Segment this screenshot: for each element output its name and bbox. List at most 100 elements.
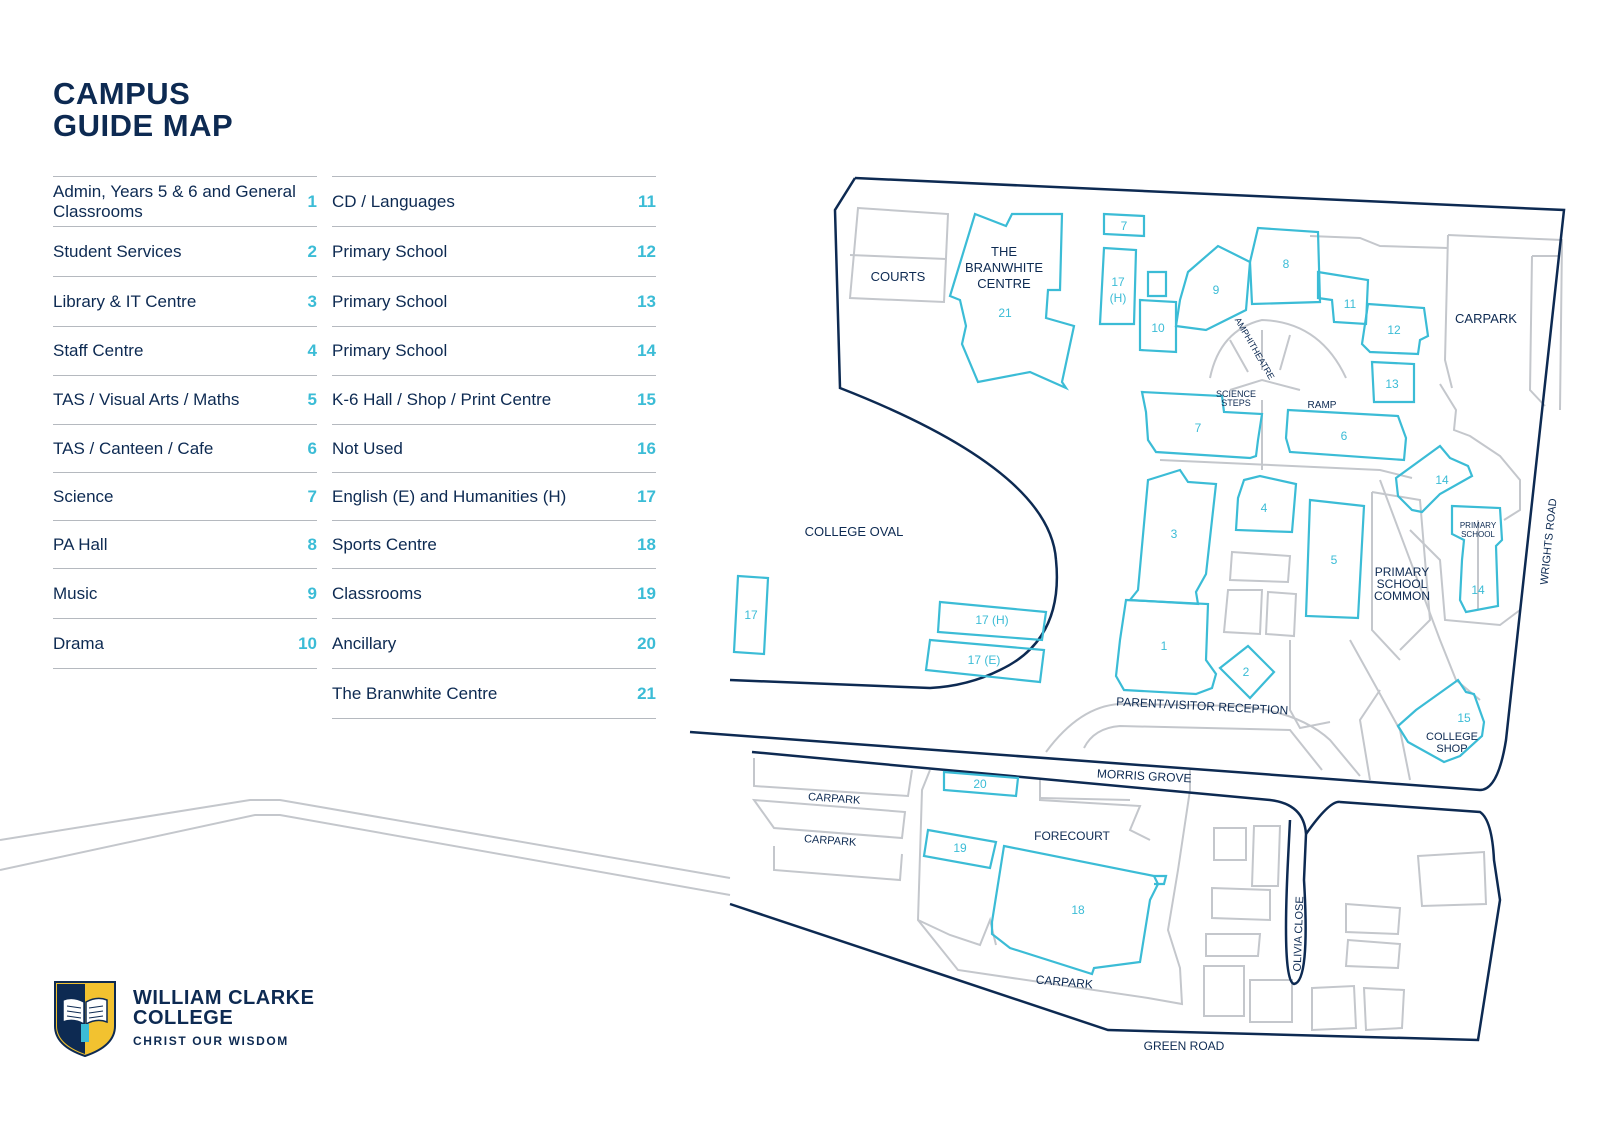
legend-number: 2 [307,241,317,261]
legend-number: 3 [307,291,317,311]
building-17e [924,638,1046,684]
campus-boundary-west [729,177,1059,690]
outer-road-west [0,799,731,879]
logo-motto: CHRIST OUR WISDOM [133,1034,289,1048]
legend-label: Drama [53,633,105,653]
legend-label: Primary School [332,241,448,261]
building-number: 13 [1385,377,1399,391]
legend-label: Staff Centre [53,341,144,360]
legend-row: Primary School 12 [332,226,656,276]
logo-name-line-1: WILLIAM CLARKE [133,987,315,1009]
legend-number: 10 [298,633,317,653]
label-ramp: RAMP [1308,400,1337,411]
building-number: 9 [1213,283,1220,297]
building-number: 12 [1387,323,1401,337]
building-number: 6 [1341,429,1348,443]
building-number: 2 [1243,665,1250,679]
label-branwhite-2: BRANWHITE [965,260,1043,275]
map-buildings [732,212,1504,976]
legend-label: Classrooms [332,583,422,603]
building-4 [1234,474,1298,534]
amphitheatre-steps [1229,330,1301,391]
label-college-shop-2: SHOP [1436,743,1467,755]
building-18 [990,844,1160,976]
college-crest-icon [54,981,116,1058]
building-number: 21 [998,306,1012,320]
label-courts: COURTS [871,269,926,284]
building-small [1146,270,1168,298]
building-number: 14 [1471,583,1485,597]
building-5 [1304,498,1366,620]
building-11 [1316,270,1370,326]
building-number: 7 [1195,421,1202,435]
legend-label: Music [53,583,98,603]
label-science-steps-1: SCIENCE [1216,389,1256,399]
houses-west [1203,825,1293,1023]
legend-label: Primary School [332,341,448,360]
forecourt-carpark [917,797,1131,947]
carpark-sw-2 [751,798,907,840]
legend-number: 12 [637,241,656,261]
label-science-steps-2: STEPS [1221,398,1251,408]
building-10 [1138,298,1178,354]
college-logo: WILLIAM CLARKE COLLEGE CHRIST OUR WISDOM [133,988,314,1048]
label-college-oval: COLLEGE OVAL [805,524,904,539]
legend-label: Sports Centre [332,534,437,554]
legend-label: Ancillary [332,633,397,653]
forecourt-area [916,769,1191,1006]
legend-row: Student Services 2 [53,226,317,276]
legend-number: 1 [307,191,317,211]
building-number: (H) [1110,291,1127,305]
building-7-north [1102,212,1146,238]
legend-row: English (E) and Humanities (H)17 [332,472,656,520]
building-9 [1174,244,1252,332]
label-primary-school-1: PRIMARY [1460,521,1497,530]
building-17h-north [1098,246,1138,326]
label-amphitheatre: AMPHITHEATRE [1233,316,1277,381]
legend-number: 13 [637,291,656,311]
legend-label: Science [53,486,114,506]
label-psc-2: SCHOOL [1377,577,1428,591]
building-18-corner [1154,874,1168,886]
legend-label: Student Services [53,241,182,261]
logo-name-line-2: COLLEGE [133,1007,234,1029]
legend-label: PA Hall [53,534,108,554]
building-number: 17 [744,608,758,622]
legend-number: 9 [307,583,317,603]
central-blocks [1222,550,1298,638]
label-green-road: GREEN ROAD [1144,1039,1225,1053]
building-19 [922,828,998,870]
label-psc-3: COMMON [1374,589,1430,603]
campus-boundary [689,176,1566,792]
legend-row: Admin, Years 5 & 6 and General Classroom… [53,176,317,226]
outer-road-west-2 [0,814,731,896]
building-21 [948,212,1076,391]
legend-label: K-6 Hall / Shop / Print Centre [332,390,552,409]
label-primary-school-2: SCHOOL [1461,530,1495,539]
carpark-sw-3 [773,846,903,882]
legend-label: Primary School [332,291,448,311]
legend-row: Drama 10 [53,618,317,669]
courts-block [848,206,950,304]
legend-number: 8 [307,534,317,554]
legend-label: English (E) and Humanities (H) [332,486,567,506]
building-17h [936,600,1048,642]
legend-number: 11 [638,191,656,211]
carpark-ne-block [1443,234,1564,411]
title-line-1: CAMPUS [53,76,191,111]
building-number: 5 [1331,553,1338,567]
south-paths [1289,639,1411,781]
building-20 [942,770,1020,798]
building-number: 11 [1344,297,1357,311]
building-8 [1248,226,1322,306]
